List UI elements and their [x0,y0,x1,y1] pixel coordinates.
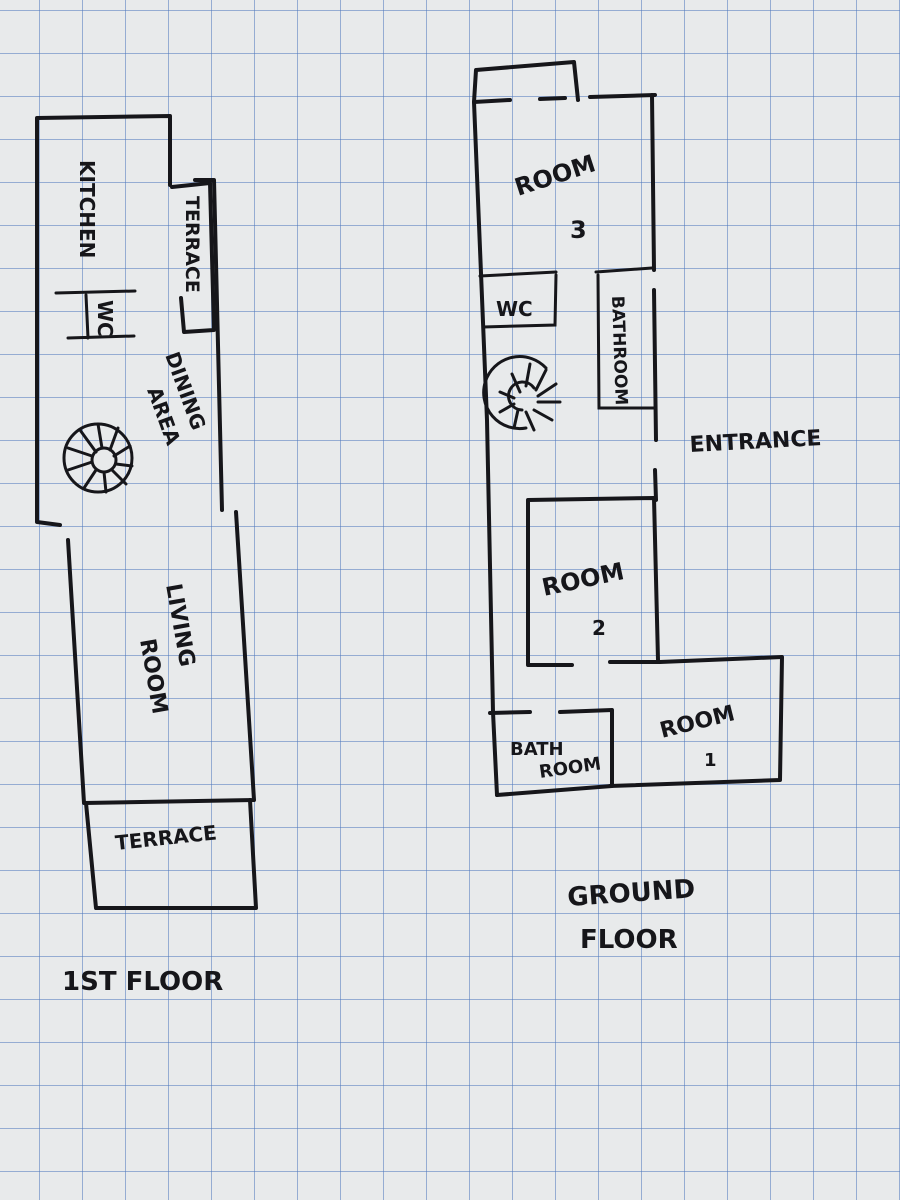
right-bathroom-label: BATHROOM [607,295,631,405]
room2-label-line2: 2 [592,616,606,640]
ground-floor-wc-label: WC [496,297,533,321]
ground-floor-spiral-stair-icon [482,355,562,432]
ground-floor-title-line1: GROUND [566,874,696,913]
ground-floor-right-upper-wall [650,93,658,502]
ground-floor-top-wall [472,93,657,104]
room1-label-line1: ROOM [657,701,737,744]
first-floor-title: 1ST FLOOR [62,967,223,997]
lower-terrace-label: TERRACE [114,820,218,855]
upper-terrace-label: TERRACE [181,196,203,293]
upper-terrace-walls [170,181,216,334]
first-floor-wc-label: WC [93,300,117,337]
ground-floor-plan: ROOM 3 WC BATHROOM ENTRANCE ROOM 2 BATH … [472,60,822,955]
living-room-label-line2: ROOM [134,637,172,716]
room3-label-line2: 3 [570,216,587,244]
ground-floor-left-wall [472,100,499,797]
room2-walls [526,496,784,788]
kitchen-label: KITCHEN [75,160,99,258]
room3-label-line1: ROOM [511,149,599,201]
room3-bottom-wall [478,266,654,278]
bottom-bathroom-walls [488,708,614,797]
living-room-label-line1: LIVING [160,582,199,669]
first-floor-spiral-stair-icon [62,422,134,494]
bottom-bathroom-label-line1: BATH [510,739,564,760]
ground-floor-top-bump [472,60,580,104]
lower-terrace-walls [84,798,258,910]
first-floor-plan: KITCHEN WC TERRACE DINING AREA LIVING RO… [35,114,258,997]
right-bathroom-walls [596,273,656,410]
room2-label-line1: ROOM [539,557,626,602]
entrance-label: ENTRANCE [689,426,822,458]
room1-label-line2: 1 [704,750,717,771]
ground-floor-wc-walls [481,273,558,329]
first-floor-wc-walls [54,289,137,340]
first-floor-outer-wall [35,114,256,805]
ground-floor-title-line2: FLOOR [580,925,678,955]
